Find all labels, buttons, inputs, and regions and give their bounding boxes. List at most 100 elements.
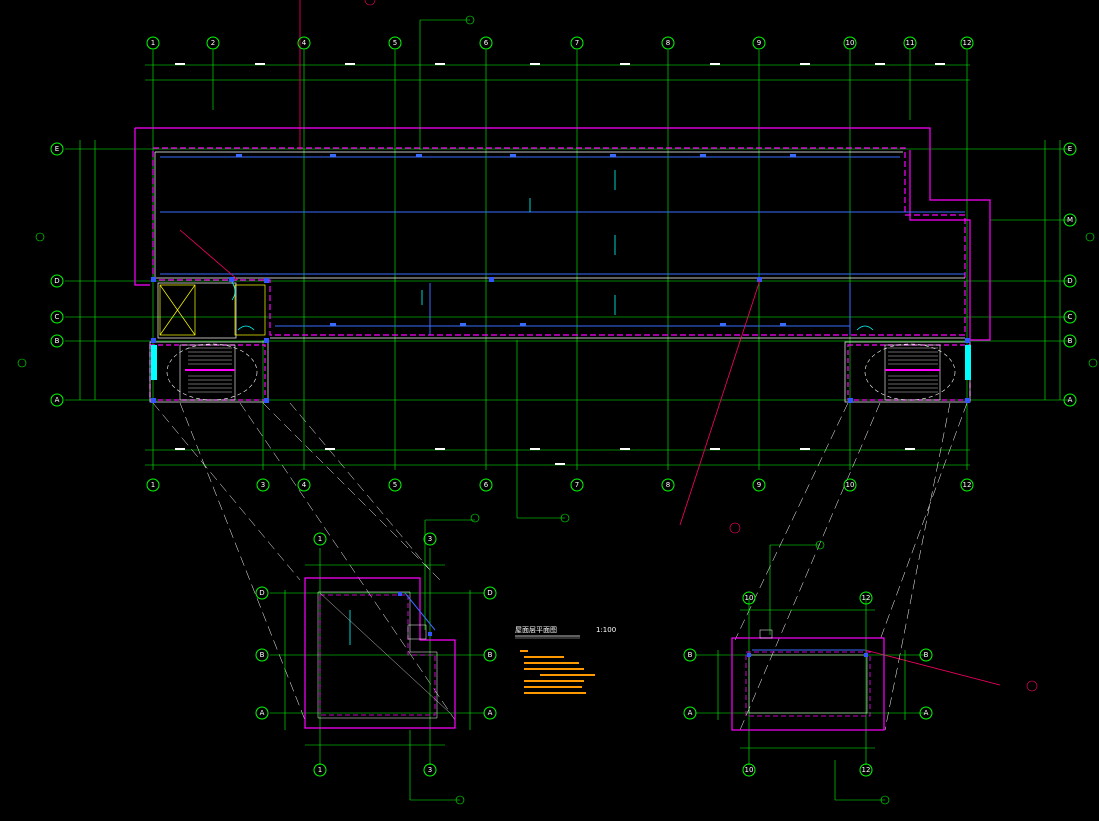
axis-bubble-top-12: 12	[960, 36, 974, 50]
columns	[151, 277, 970, 403]
axis-bubble-circle	[423, 763, 437, 777]
axis-bubble-right-B: B	[1063, 334, 1077, 348]
axis-bubble-label: 6	[484, 481, 489, 489]
axis-bubble-label: 3	[428, 535, 432, 543]
axis-bubble-circle	[903, 36, 917, 50]
axis-bubble-left-D: D	[50, 274, 64, 288]
gutter-lines	[160, 156, 965, 335]
axis-bubble-label: 7	[575, 481, 579, 489]
axis-bubble-label: 8	[666, 481, 670, 489]
axis-bubble-right-D: D	[1063, 274, 1077, 288]
axis-bubble-circle	[661, 478, 675, 492]
axis-bubble-label: D	[487, 589, 492, 597]
axis-bubble-bottom-9: 9	[752, 478, 766, 492]
annotation-leaders	[409, 19, 885, 801]
axis-bubble-right-A: A	[1063, 393, 1077, 407]
axis-bubble-label: 1	[318, 766, 322, 774]
detail-right-right-B: B	[919, 648, 933, 662]
axis-bubble-label: D	[259, 589, 264, 597]
axis-bubble-label: A	[1068, 396, 1073, 404]
axis-bubble-label: 2	[211, 39, 215, 47]
axis-bubble-label: B	[260, 651, 265, 659]
axis-bubble-label: D	[54, 277, 59, 285]
axis-bubble-label: B	[55, 337, 60, 345]
detail-right-bottom-10: 10	[742, 763, 756, 777]
axis-bubble-bottom-4: 4	[297, 478, 311, 492]
axis-bubble-circle	[255, 586, 269, 600]
axis-bubble-label: 9	[757, 481, 761, 489]
axis-bubble-circle	[843, 36, 857, 50]
axis-bubble-label: E	[55, 145, 59, 153]
axis-bubble-circle	[1063, 310, 1077, 324]
axis-bubble-bottom-12: 12	[960, 478, 974, 492]
leader-lines	[179, 0, 1001, 686]
axis-bubble-circle	[297, 36, 311, 50]
axis-bubble-label: 4	[302, 481, 307, 489]
detail-plan-right	[695, 598, 925, 765]
axis-bubble-right-M: M	[1063, 213, 1077, 227]
detail-left-right-A: A	[483, 706, 497, 720]
axis-bubble-circle	[1063, 393, 1077, 407]
axis-bubble-label: 1	[151, 481, 155, 489]
axis-bubble-circle	[752, 478, 766, 492]
dimension-ticks	[175, 63, 945, 465]
axis-bubble-top-2: 2	[206, 36, 220, 50]
leader-reference-circles	[364, 0, 1038, 692]
axis-bubble-label: E	[1068, 145, 1072, 153]
axis-bubble-label: A	[924, 709, 929, 717]
axis-bubble-top-8: 8	[661, 36, 675, 50]
axis-bubble-label: C	[55, 313, 60, 321]
notes-block	[520, 650, 595, 694]
axis-bubble-bottom-5: 5	[388, 478, 402, 492]
detail-left-left-A: A	[255, 706, 269, 720]
axis-bubble-circle	[683, 706, 697, 720]
detail-left-top-3: 3	[423, 532, 437, 546]
axis-bubble-circle	[919, 648, 933, 662]
elevator-shaft	[159, 284, 266, 336]
axis-bubble-label: 12	[963, 481, 972, 489]
detail-right-left-B: B	[683, 648, 697, 662]
drawing-scale: 1:100	[596, 626, 616, 634]
door-swings	[231, 281, 874, 331]
axis-bubble-top-10: 10	[843, 36, 857, 50]
axis-bubble-circle	[313, 532, 327, 546]
detail-left-right-D: D	[483, 586, 497, 600]
axis-bubble-label: 3	[261, 481, 265, 489]
axis-bubble-circle	[683, 648, 697, 662]
axis-bubble-bottom-6: 6	[479, 478, 493, 492]
axis-bubble-label: A	[688, 709, 693, 717]
axis-bubble-top-11: 11	[903, 36, 917, 50]
axis-bubble-label: 5	[393, 481, 397, 489]
axis-bubble-circle	[742, 763, 756, 777]
axis-bubble-circle	[388, 478, 402, 492]
axis-bubble-top-6: 6	[479, 36, 493, 50]
axis-bubble-label: 7	[575, 39, 579, 47]
axis-bubble-left-C: C	[50, 310, 64, 324]
axis-bubble-circle	[483, 586, 497, 600]
axis-bubble-circle	[256, 478, 270, 492]
axis-bubble-bottom-8: 8	[661, 478, 675, 492]
axis-bubble-circle	[570, 36, 584, 50]
detail-right-bottom-12: 12	[859, 763, 873, 777]
axis-bubble-label: 10	[846, 39, 855, 47]
axis-bubble-circle	[313, 763, 327, 777]
axis-bubble-label: D	[1067, 277, 1072, 285]
detail-right-top-12: 12	[859, 591, 873, 605]
reference-circles	[17, 15, 1098, 805]
detail-right-right-A: A	[919, 706, 933, 720]
axis-bubble-circle	[297, 478, 311, 492]
axis-bubble-circle	[423, 532, 437, 546]
axis-bubble-top-1: 1	[146, 36, 160, 50]
axis-bubble-label: 12	[963, 39, 972, 47]
axis-bubble-circle	[570, 478, 584, 492]
axis-bubble-label: B	[924, 651, 929, 659]
axis-bubble-label: 11	[906, 39, 915, 47]
axis-bubble-left-B: B	[50, 334, 64, 348]
axis-bubble-top-5: 5	[388, 36, 402, 50]
axis-bubble-circle	[1063, 213, 1077, 227]
axis-bubble-circle	[483, 648, 497, 662]
detail-left-left-D: D	[255, 586, 269, 600]
axis-bubble-label: B	[688, 651, 693, 659]
